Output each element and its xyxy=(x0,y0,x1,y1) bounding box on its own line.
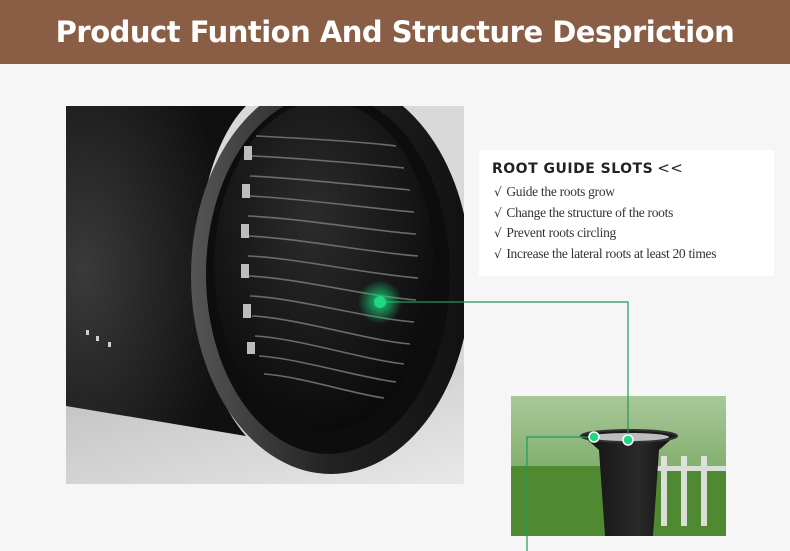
check-icon: √ xyxy=(494,226,502,240)
root-guide-info-box: ROOT GUIDE SLOTS<< √ Guide the roots grow… xyxy=(479,150,774,276)
feature-text: Change the structure of the roots xyxy=(506,204,674,220)
check-icon: √ xyxy=(494,205,502,220)
check-icon: √ xyxy=(494,246,502,261)
feature-list: √ Guide the roots grow √ Change the struct… xyxy=(494,182,717,265)
feature-text: Prevent roots circling xyxy=(506,225,616,240)
info-title: ROOT GUIDE SLOTS<< xyxy=(492,159,683,177)
feature-text: Increase the lateral roots at least 20 t… xyxy=(506,245,717,261)
check-icon: √ xyxy=(494,185,502,199)
list-item: √ Prevent roots circling xyxy=(494,223,716,244)
product-pot-photo xyxy=(511,396,726,536)
list-item: √ Guide the roots grow xyxy=(494,182,716,203)
header-banner: Product Funtion And Structure Desprictio… xyxy=(0,0,790,64)
info-title-text: ROOT GUIDE SLOTS xyxy=(492,161,654,177)
double-chevron-left-icon: << xyxy=(657,159,684,177)
list-item: √ Change the structure of the roots xyxy=(494,203,716,224)
page-title: Product Funtion And Structure Desprictio… xyxy=(55,15,735,49)
feature-text: Guide the roots grow xyxy=(506,184,615,199)
list-item: √ Increase the lateral roots at least 20 … xyxy=(494,244,717,265)
product-closeup-photo xyxy=(66,106,464,484)
